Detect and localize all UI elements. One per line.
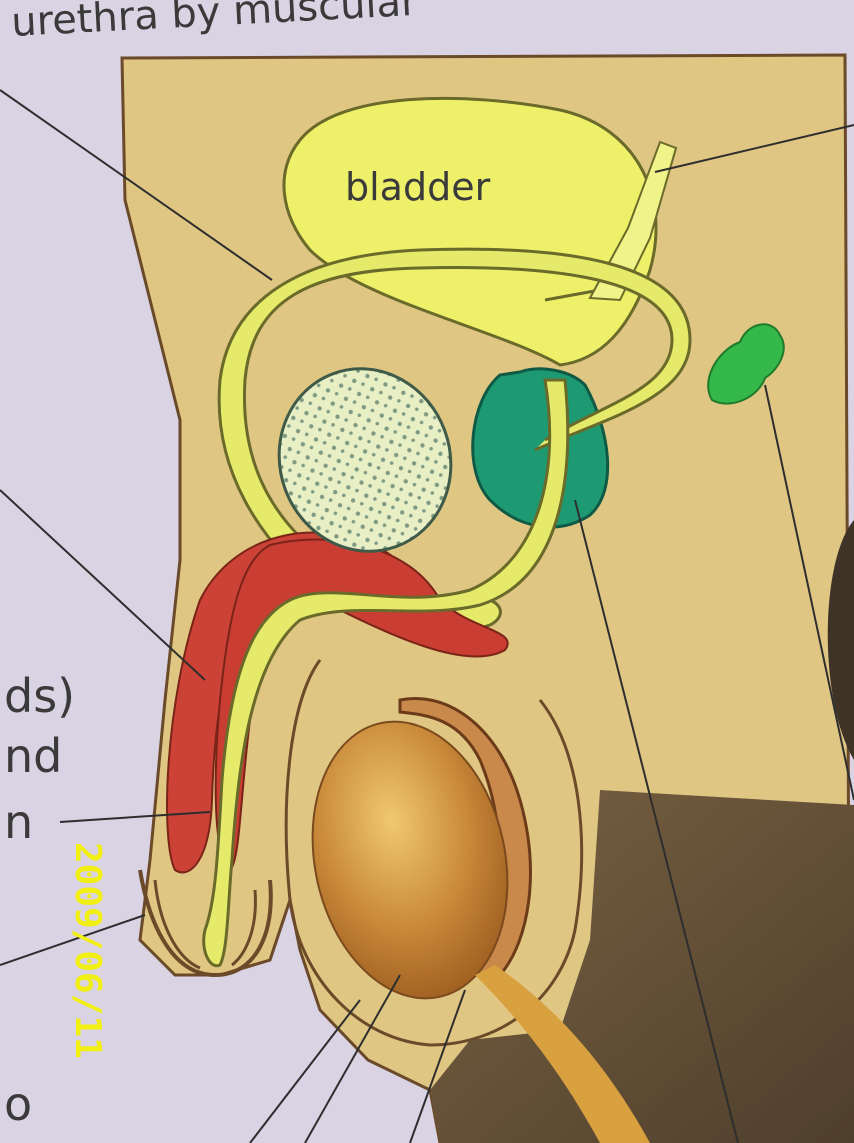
camera-timestamp: 2009/06/11 [67,842,108,1059]
bladder-label: bladder [345,165,491,209]
left-fragment-2: nd [4,729,62,783]
left-fragment-1: ds) [4,669,75,723]
left-fragment-3: n [4,795,33,849]
left-fragment-4: o [4,1077,32,1131]
